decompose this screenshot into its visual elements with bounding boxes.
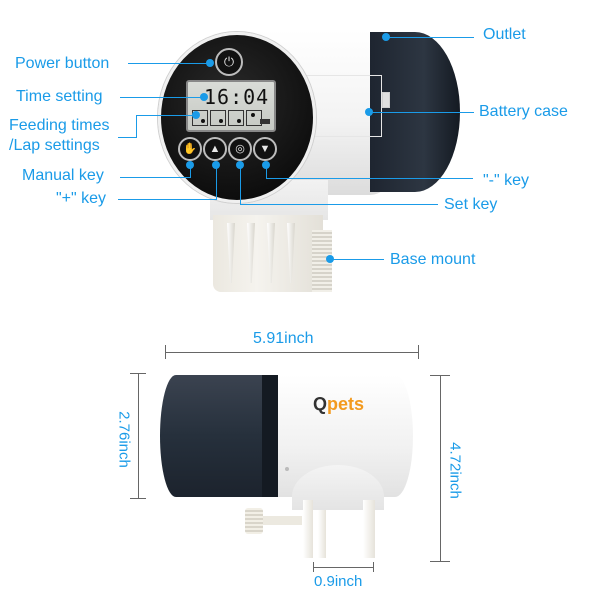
dimension-line-clamp	[313, 567, 374, 568]
callout-time-setting: Time setting	[16, 88, 103, 105]
callout-outlet: Outlet	[483, 26, 526, 43]
callout-base-mount: Base mount	[390, 251, 476, 268]
dimension-length: 5.91inch	[253, 330, 314, 347]
leader-line	[120, 97, 202, 98]
leader-line	[120, 177, 190, 178]
lcd-time: 16:04	[204, 85, 270, 109]
dimension-tick	[165, 345, 166, 359]
lcd-display: 16:04	[186, 80, 276, 132]
set-key[interactable]: ◎	[228, 137, 252, 161]
callout-dot	[200, 93, 208, 101]
dimension-tick	[130, 373, 146, 374]
dimension-tick	[313, 562, 314, 572]
callout-dot	[206, 59, 214, 67]
triangle-up-icon: ▲	[209, 143, 221, 155]
base-mount-clamp	[312, 230, 332, 292]
callout-minus-key: "-" key	[483, 172, 530, 189]
callout-dot	[212, 161, 220, 169]
minus-key[interactable]: ▼	[253, 137, 277, 161]
callout-lap-settings: /Lap settings	[9, 137, 100, 154]
clamp-leg	[303, 500, 313, 558]
feeding-slot	[228, 110, 244, 126]
indicator-light	[285, 467, 289, 471]
clamp-screw	[262, 516, 302, 525]
callout-dot	[236, 161, 244, 169]
leader-line	[240, 164, 241, 205]
feeding-slot	[210, 110, 226, 126]
callout-manual-key: Manual key	[22, 167, 104, 184]
leader-line	[332, 259, 384, 260]
dimension-line-total-height	[440, 375, 441, 562]
power-icon: ⏻	[223, 54, 235, 69]
triangle-down-icon: ▼	[259, 143, 271, 155]
leader-line	[136, 115, 137, 138]
leader-line	[216, 164, 217, 200]
dimension-tick	[430, 561, 450, 562]
dimension-total-height: 4.72inch	[446, 442, 464, 499]
leader-line	[128, 63, 210, 64]
callout-dot	[326, 255, 334, 263]
dimension-line-length	[165, 352, 419, 353]
dimension-hopper-height: 2.76inch	[115, 411, 133, 468]
callout-dot	[365, 108, 373, 116]
callout-set-key: Set key	[444, 196, 498, 213]
callout-dot	[262, 161, 270, 169]
power-button[interactable]: ⏻	[215, 48, 243, 76]
feeding-slots	[192, 110, 262, 126]
base-mount-body	[213, 215, 323, 292]
leader-line	[386, 37, 474, 38]
dimension-tick	[130, 498, 146, 499]
battery-latch	[382, 92, 390, 108]
leader-line	[118, 137, 136, 138]
dog-logo-icon: Q	[313, 394, 328, 414]
clamp-knob[interactable]	[245, 508, 263, 534]
gear-icon: ◎	[235, 143, 245, 155]
side-hopper-band	[262, 375, 282, 497]
callout-dot	[382, 33, 390, 41]
hand-icon: ✋	[183, 143, 197, 155]
dimension-line-hopper-height	[138, 373, 139, 499]
callout-dot	[192, 111, 200, 119]
leader-line	[240, 204, 438, 205]
feeding-slot	[246, 110, 262, 126]
leader-line	[267, 178, 473, 179]
clamp-leg	[363, 500, 375, 558]
dimension-clamp-width: 0.9inch	[314, 573, 363, 590]
leader-line	[136, 115, 196, 116]
dimension-tick	[430, 375, 450, 376]
brand-logo: Qpets	[313, 394, 364, 415]
dimension-tick	[418, 345, 419, 359]
battery-indicator-icon	[260, 119, 270, 124]
plus-key[interactable]: ▲	[203, 137, 227, 161]
brand-name: pets	[327, 394, 365, 414]
clamp-leg	[318, 510, 326, 558]
callout-plus-key: "+" key	[56, 190, 107, 207]
callout-feeding-times: Feeding times	[9, 117, 110, 134]
leader-line	[118, 199, 216, 200]
callout-battery-case: Battery case	[479, 103, 568, 120]
leader-line	[370, 112, 474, 113]
callout-dot	[186, 161, 194, 169]
leader-line	[190, 164, 191, 178]
manual-key[interactable]: ✋	[178, 137, 202, 161]
callout-power-button: Power button	[15, 55, 110, 72]
dimension-tick	[373, 562, 374, 572]
leader-line	[266, 164, 267, 179]
